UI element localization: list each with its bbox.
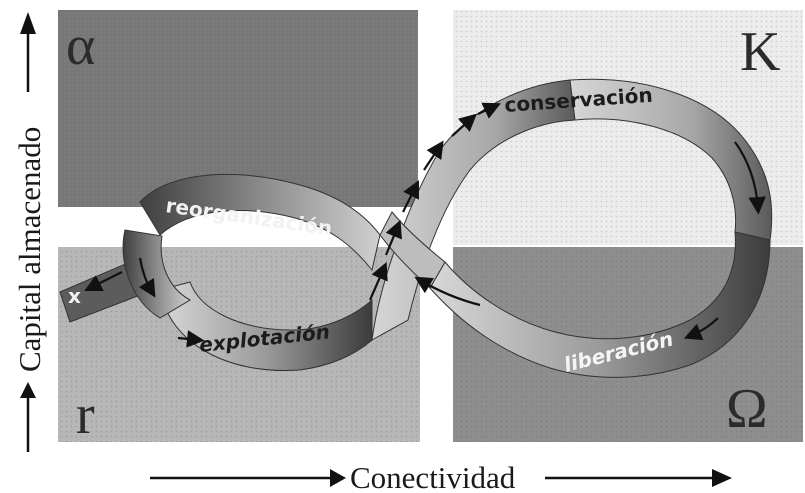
rising-arrow-4 bbox=[423, 140, 444, 171]
y-axis-upper-arrowhead bbox=[20, 12, 36, 34]
rising-arrow-2 bbox=[384, 219, 402, 256]
rising-arrow-5 bbox=[451, 113, 477, 137]
x-axis: Conectividad bbox=[150, 460, 732, 493]
y-axis-lower-arrowhead bbox=[20, 382, 36, 398]
rising-arrow-1 bbox=[368, 261, 388, 301]
return-arrow bbox=[414, 276, 481, 307]
exit-arrow bbox=[84, 271, 123, 291]
exploitation-band bbox=[159, 281, 373, 372]
x-axis-label: Conectividad bbox=[350, 460, 516, 493]
y-axis: Capital almacenado bbox=[12, 12, 47, 452]
release-arrow bbox=[683, 317, 719, 341]
reorganization-band bbox=[139, 173, 381, 272]
rising-arrow-3 bbox=[402, 180, 419, 213]
phase-arrows bbox=[84, 102, 766, 348]
k-label: K bbox=[740, 21, 780, 83]
omega-label: Ω bbox=[726, 378, 768, 440]
exit-label: x bbox=[68, 284, 81, 308]
x-axis-left-arrowhead bbox=[330, 469, 346, 487]
conservation-arrow bbox=[734, 141, 766, 215]
exploitation-arrow bbox=[177, 330, 205, 348]
rising-arrow-6 bbox=[477, 102, 501, 119]
alpha-label: α bbox=[66, 15, 95, 77]
x-axis-right-arrowhead bbox=[712, 469, 732, 487]
y-axis-label: Capital almacenado bbox=[12, 127, 47, 372]
r-label: r bbox=[76, 384, 95, 446]
reorg-down-arrow bbox=[138, 257, 156, 298]
